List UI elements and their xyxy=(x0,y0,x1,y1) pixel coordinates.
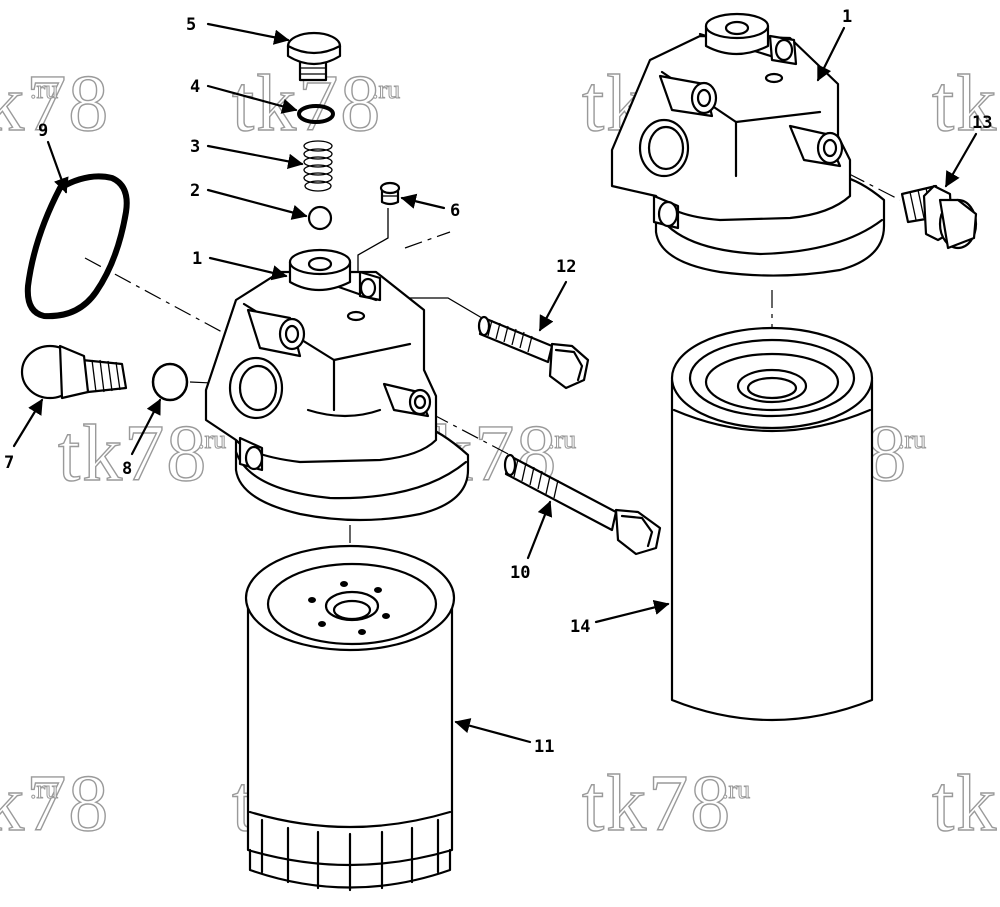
svg-text:.ru: .ru xyxy=(548,425,576,454)
callout-4: 4 xyxy=(190,77,200,97)
callout-14: 14 xyxy=(570,617,590,637)
callout-8: 8 xyxy=(122,459,132,479)
svg-text:tk78: tk78 xyxy=(0,760,110,848)
filter-head-1-right xyxy=(610,12,886,277)
callout-11: 11 xyxy=(534,737,554,757)
svg-text:.ru: .ru xyxy=(372,75,400,104)
svg-text:.ru: .ru xyxy=(898,425,926,454)
svg-text:.ru: .ru xyxy=(722,775,750,804)
leader-lines xyxy=(12,22,978,744)
callout-3: 3 xyxy=(190,137,200,157)
seal-8 xyxy=(151,362,189,402)
svg-text:tk78: tk78 xyxy=(932,760,1000,848)
ball-2 xyxy=(307,205,333,231)
callout-1-right: 1 xyxy=(842,7,852,27)
spring-3 xyxy=(303,140,333,192)
watermark: tk78 xyxy=(931,759,1000,848)
drain-plug-7 xyxy=(20,344,128,400)
watermark: tk78 .ru xyxy=(0,59,110,148)
svg-text:.ru: .ru xyxy=(198,425,226,454)
filter-11 xyxy=(244,544,456,892)
callout-10: 10 xyxy=(510,563,530,583)
gasket-9 xyxy=(24,173,130,320)
callout-5: 5 xyxy=(186,15,196,35)
filter-head-1-left xyxy=(204,248,470,522)
watermark: tk78 .ru xyxy=(581,759,750,848)
watermark: tk78 xyxy=(931,59,1000,148)
callout-9: 9 xyxy=(38,121,48,141)
callout-13: 13 xyxy=(972,113,992,133)
o-ring-4 xyxy=(297,104,335,124)
svg-text:tk78: tk78 xyxy=(582,760,732,848)
bolt-10 xyxy=(503,453,662,556)
plug-5 xyxy=(286,31,342,82)
bolt-12 xyxy=(477,315,590,390)
watermark: tk78 .ru xyxy=(0,759,110,848)
callout-12: 12 xyxy=(556,257,576,277)
callout-2: 2 xyxy=(190,181,200,201)
watermark: tk78 .ru xyxy=(57,409,226,498)
svg-text:.ru: .ru xyxy=(30,775,58,804)
callout-6: 6 xyxy=(450,201,460,221)
svg-text:.ru: .ru xyxy=(30,75,58,104)
filter-14 xyxy=(670,326,874,722)
plug-13 xyxy=(900,184,978,250)
bleed-screw-6 xyxy=(379,181,401,206)
svg-text:tk78: tk78 xyxy=(0,60,110,148)
callout-1-left: 1 xyxy=(192,249,202,269)
callout-7: 7 xyxy=(4,453,14,473)
callouts: 5 4 3 2 1 6 9 7 8 12 10 11 1 13 14 xyxy=(4,7,992,757)
svg-text:tk78: tk78 xyxy=(932,60,1000,148)
